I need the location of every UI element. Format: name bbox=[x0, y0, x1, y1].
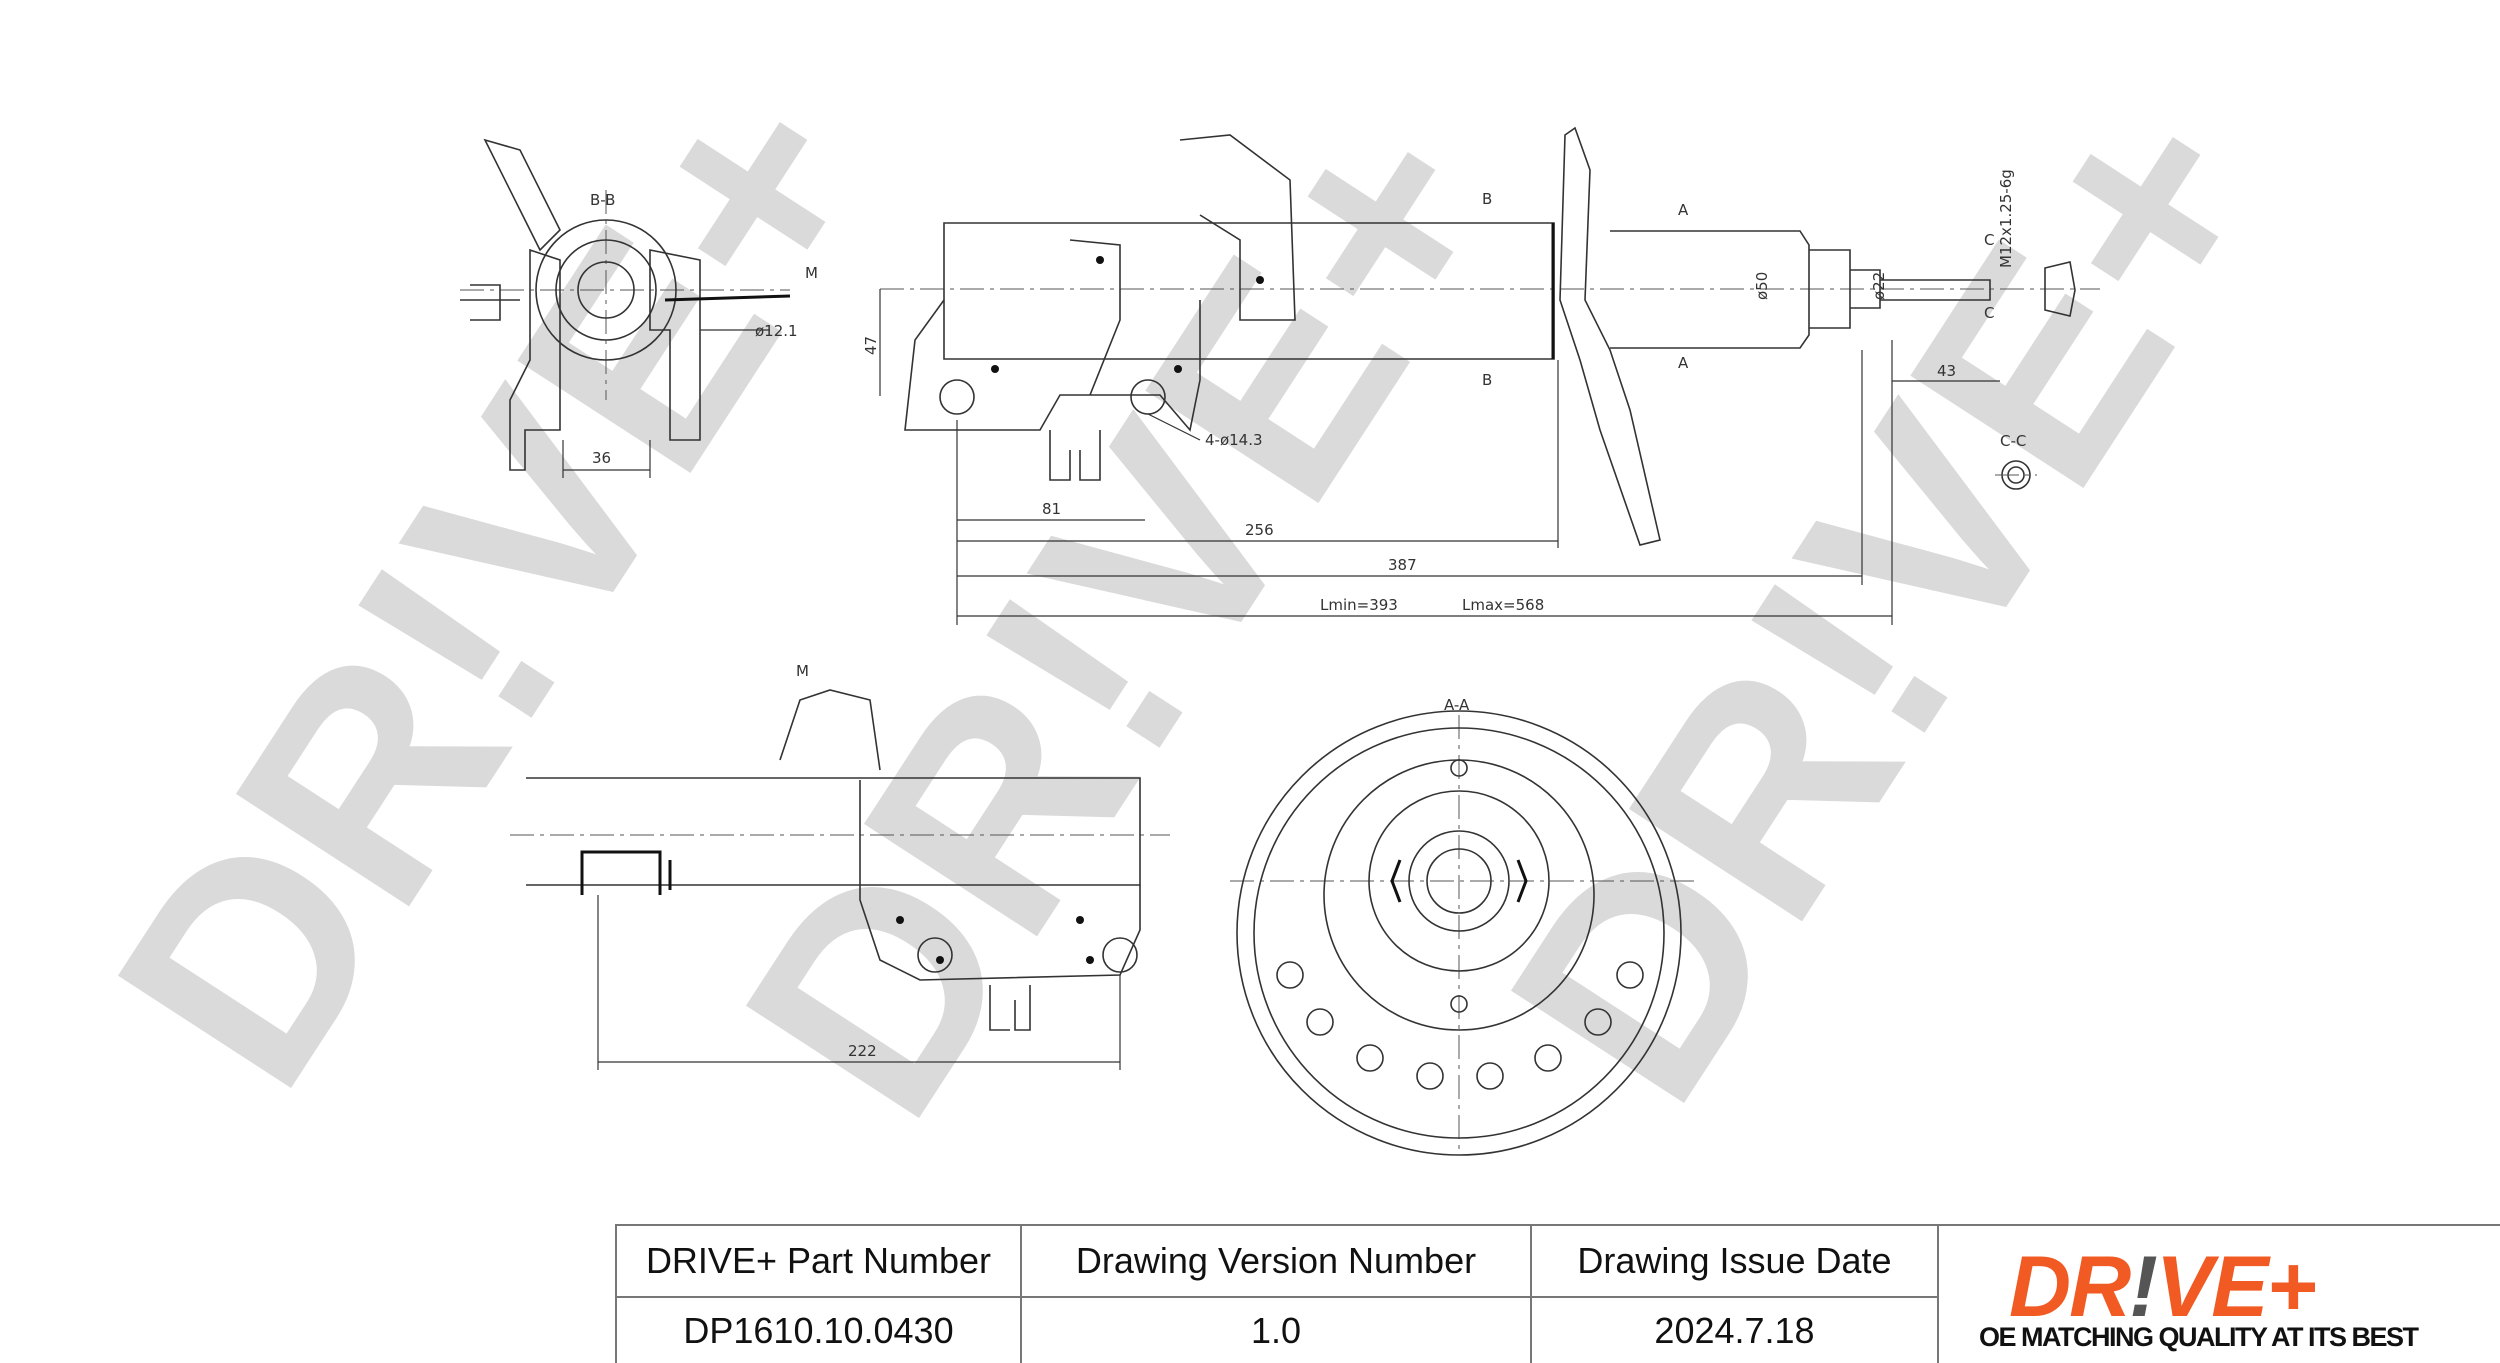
label-m-top: M bbox=[805, 264, 818, 282]
dim-lmax: Lmax=568 bbox=[1462, 596, 1544, 614]
dim-dia22: ø22 bbox=[1870, 272, 1888, 300]
label-section-cc: C-C bbox=[2000, 432, 2026, 450]
logo-tagline: OE MATCHING QUALITY AT ITS BEST bbox=[1979, 1322, 2419, 1352]
dim-dia50: ø50 bbox=[1753, 272, 1771, 300]
dim-222: 222 bbox=[848, 1042, 877, 1060]
bolt-holes bbox=[1276, 961, 1644, 1090]
section-bb-view: B-B M ø12.1 36 bbox=[460, 138, 818, 478]
version-value: 1.0 bbox=[1020, 1298, 1530, 1363]
section-aa-view: A-A bbox=[1230, 696, 1700, 1156]
label-section-aa: A-A bbox=[1444, 696, 1470, 714]
label-b-top: B bbox=[1482, 190, 1492, 208]
dim-holes: 4-ø14.3 bbox=[1205, 431, 1263, 449]
label-c-top: C bbox=[1984, 231, 1994, 249]
part-number-value: DP1610.10.0430 bbox=[615, 1298, 1020, 1363]
section-cc-view: C-C bbox=[1995, 432, 2037, 490]
part-number-label: DRIVE+ Part Number bbox=[615, 1226, 1020, 1296]
strut-side-view: 47 4-ø14.3 81 256 387 Lmin=393 Lmax=568 … bbox=[862, 126, 2100, 625]
dim-hole-dia-bb: ø12.1 bbox=[755, 322, 798, 340]
label-a-bottom: A bbox=[1678, 354, 1689, 372]
dim-height-47: 47 bbox=[862, 336, 880, 355]
label-c-bottom: C bbox=[1984, 304, 1994, 322]
dim-lmin: Lmin=393 bbox=[1320, 596, 1398, 614]
dim-width-bb: 36 bbox=[592, 449, 611, 467]
watermarks: DR!VE+ DR!VE+ DR!VE+ bbox=[52, 27, 2331, 1170]
label-m-bottom: M bbox=[796, 662, 809, 680]
drive-logo: DR!VE+ OE MATCHING QUALITY AT ITS BEST bbox=[1937, 1226, 2500, 1363]
date-label: Drawing Issue Date bbox=[1530, 1226, 1937, 1296]
dim-256: 256 bbox=[1245, 521, 1274, 539]
dim-81: 81 bbox=[1042, 500, 1061, 518]
date-value: 2024.7.18 bbox=[1530, 1298, 1937, 1363]
strut-top-view: M 222 bbox=[510, 662, 1170, 1070]
logo-mark: DR!VE+ bbox=[2009, 1239, 2317, 1335]
watermark-right: DR!VE+ bbox=[1445, 42, 2331, 1155]
label-b-bottom: B bbox=[1482, 371, 1492, 389]
dim-thread: M12x1.25-6g bbox=[1997, 169, 2015, 268]
version-label: Drawing Version Number bbox=[1020, 1226, 1530, 1296]
dim-387: 387 bbox=[1388, 556, 1417, 574]
label-section-bb: B-B bbox=[590, 191, 615, 209]
title-block: DRIVE+ Part Number Drawing Version Numbe… bbox=[615, 1224, 2500, 1363]
dim-43: 43 bbox=[1937, 362, 1956, 380]
label-a-top: A bbox=[1678, 201, 1689, 219]
